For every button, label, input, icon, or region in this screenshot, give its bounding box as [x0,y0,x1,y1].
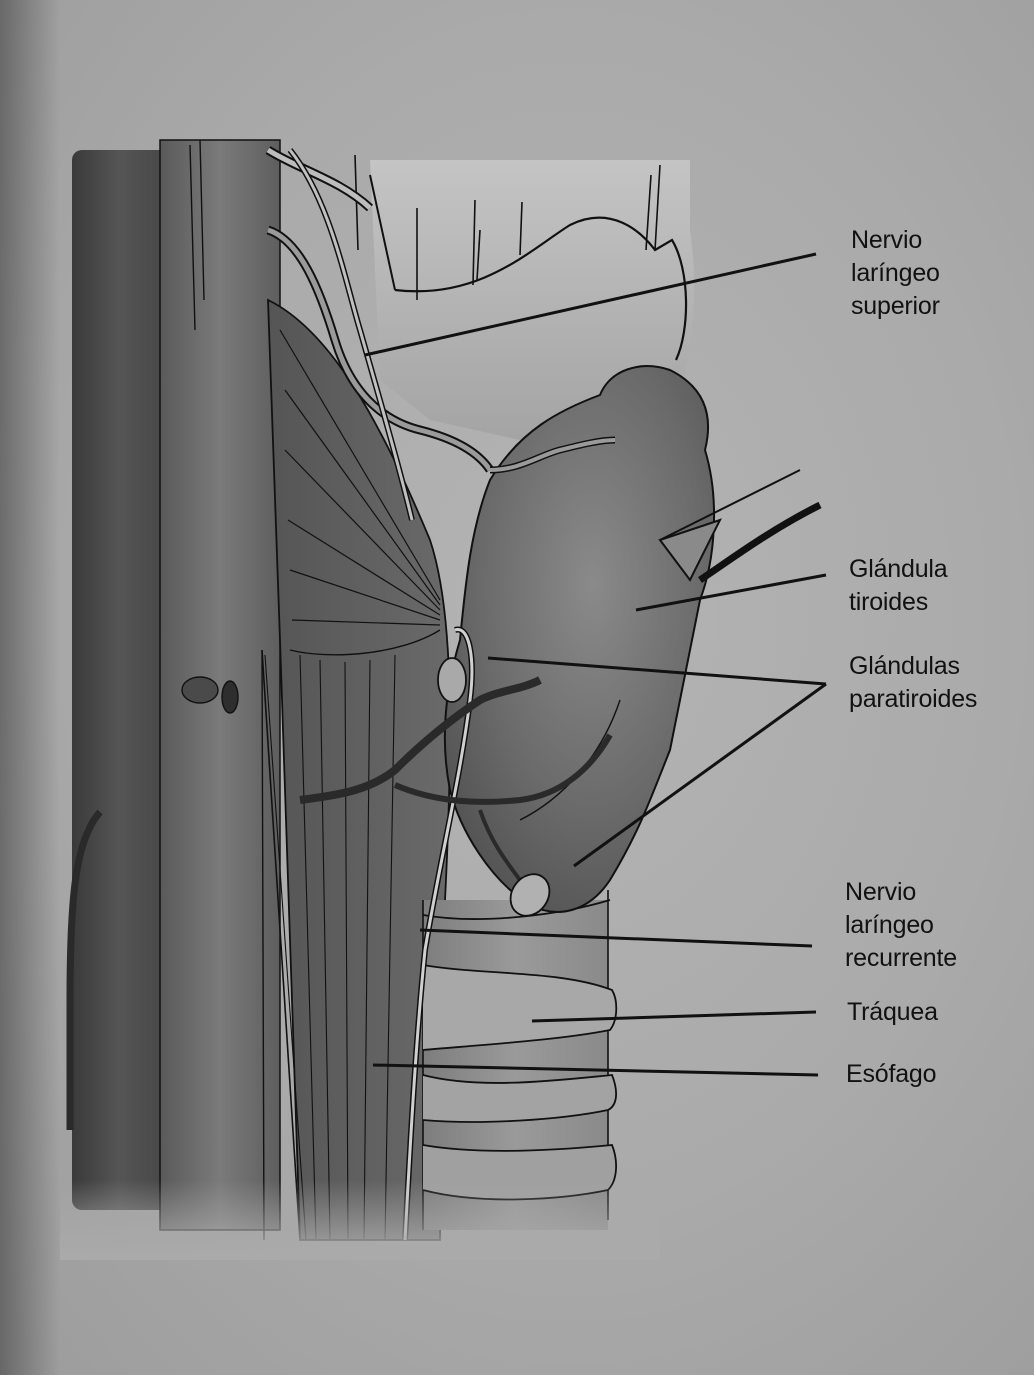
thyroid-vessel-stumps [658,469,822,583]
label-line: Glándulas [849,652,960,680]
label-line: Nervio [845,878,917,906]
nerve-loop-left [66,809,103,1130]
leader-trachea [531,1010,817,1023]
trachea [422,890,618,1230]
label-line: paratiroides [849,685,978,713]
label-line: Glándula [849,555,948,583]
bottom-fade [60,1180,660,1260]
label-line: superior [851,292,940,320]
label-recurrent-laryngeal-nerve: Nervio laríngeo recurrente [845,876,957,975]
leader-recurrent-laryngeal-nerve [419,928,813,948]
label-line: Tráquea [847,998,938,1026]
inferior-thyroid-artery [299,676,613,882]
leader-parathyroid-lower [573,682,827,868]
parathyroid-upper [437,657,467,703]
superior-laryngeal-nerve-path [265,146,616,521]
leader-parathyroid-upper [487,656,827,686]
page-binding-shadow [0,0,60,1375]
label-line: recurrente [845,944,957,972]
label-trachea: Tráquea [847,996,938,1029]
muscle-and-esophagus [261,298,451,1241]
carotid-artery [159,139,281,1231]
label-line: laríngeo [851,259,940,287]
label-line: Nervio [851,226,923,254]
label-esophagus: Esófago [846,1058,937,1091]
leader-lines [364,252,827,1077]
leader-superior-laryngeal-nerve [364,252,817,357]
larynx-cartilage [354,154,695,440]
label-superior-laryngeal-nerve: Nervio laríngeo superior [851,224,940,323]
label-line: Esófago [846,1060,937,1088]
leader-esophagus [372,1063,819,1077]
label-parathyroid-glands: Glándulas paratiroides [849,650,977,716]
label-thyroid-gland: Glándula tiroides [849,553,948,619]
label-line: tiroides [849,588,928,616]
label-line: laríngeo [845,911,934,939]
parathyroid-lower [509,873,551,917]
carotid-branch-stump [181,676,239,714]
leader-thyroid-gland [635,573,827,612]
